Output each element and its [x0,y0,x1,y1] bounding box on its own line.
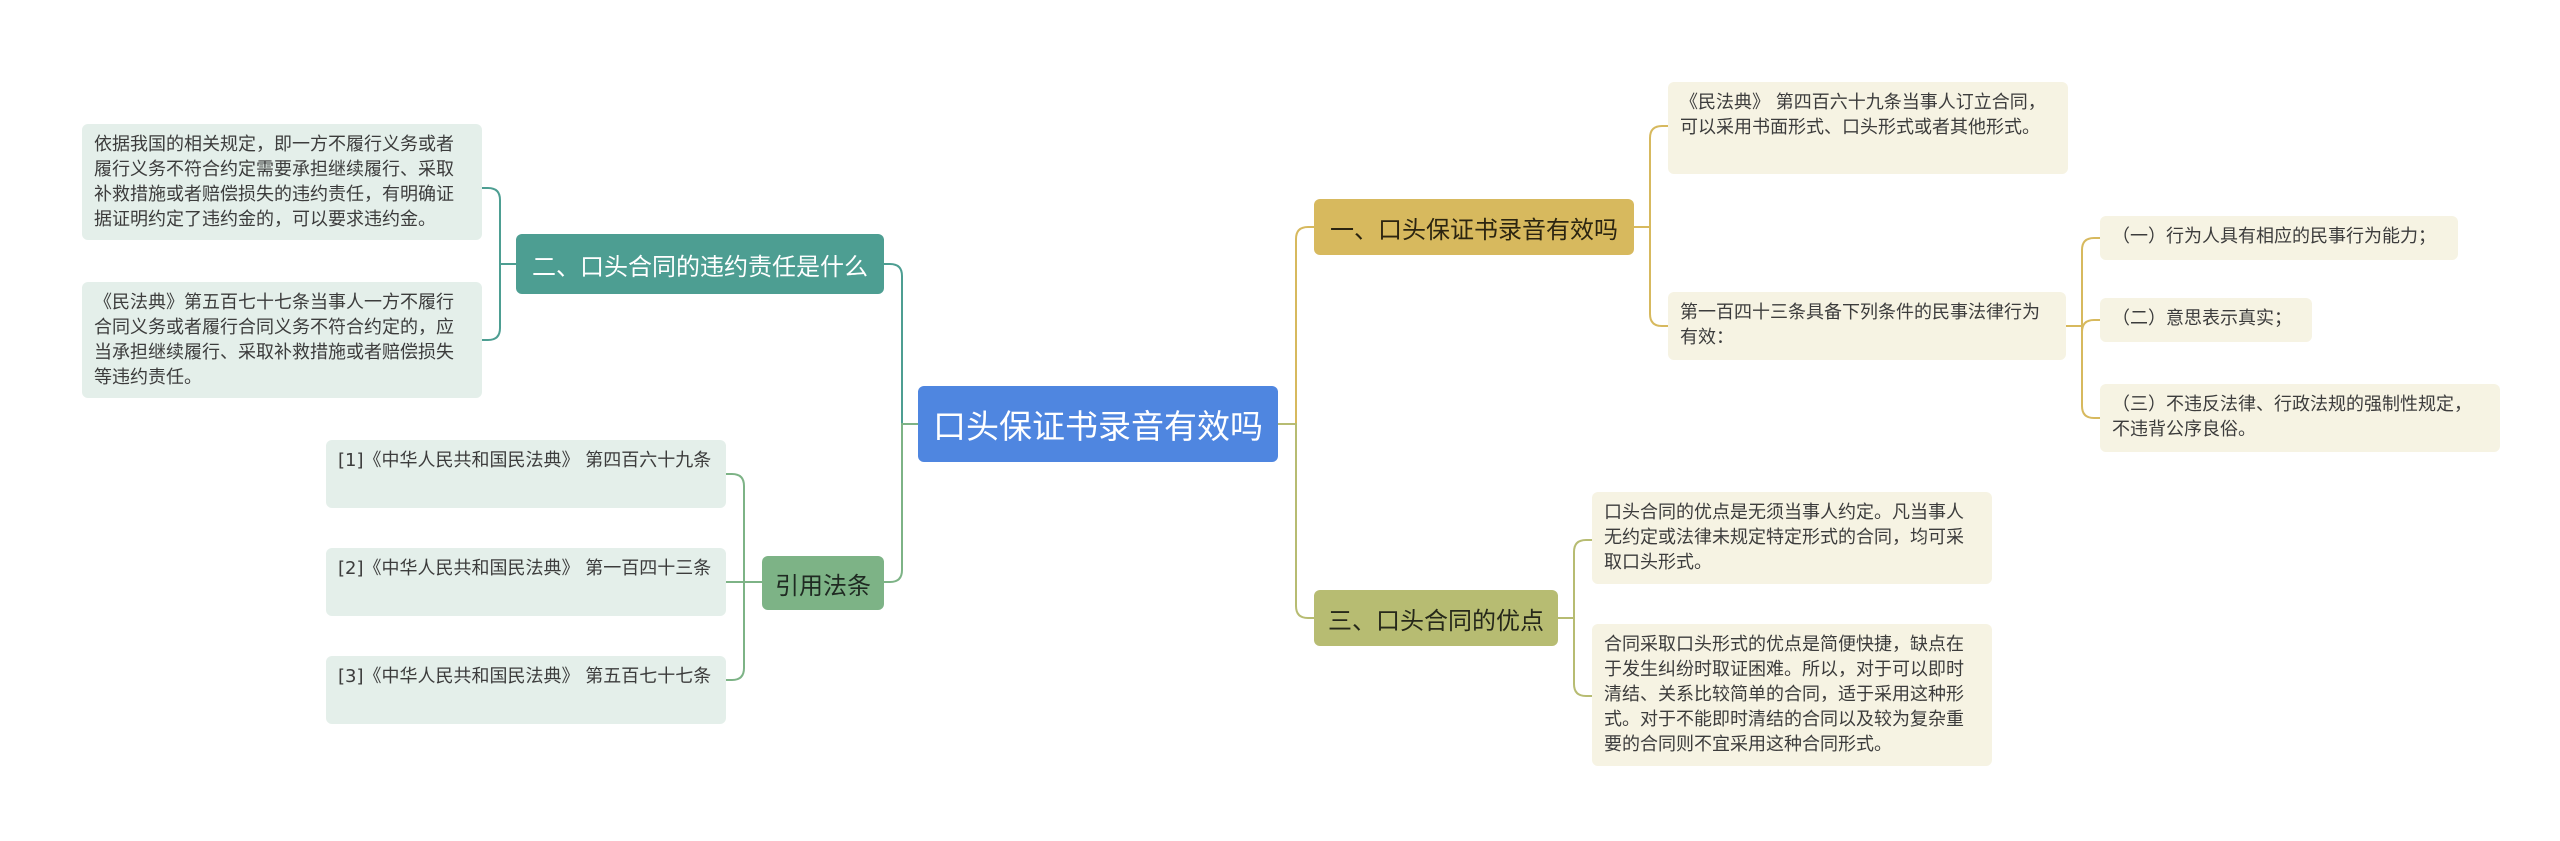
leaf-citation-1[interactable]: [1]《中华人民共和国民法典》 第四百六十九条 [326,440,726,508]
leaf-citation-2[interactable]: [2]《中华人民共和国民法典》 第一百四十三条 [326,548,726,616]
branch-advantages-label: 三、口头合同的优点 [1328,606,1544,635]
root-topic-label: 口头保证书录音有效吗 [933,407,1263,446]
leaf-validity-article-text: 《民法典》 第四百六十九条当事人订立合同，可以采用书面形式、口头形式或者其他形式… [1680,92,2046,138]
branch-breach-liability[interactable]: 二、口头合同的违约责任是什么 [516,234,884,294]
link-citations-leaf1 [726,473,762,583]
link-validity-leaf1 [1634,125,1668,228]
branch-citations[interactable]: 引用法条 [762,556,884,610]
leaf-condition-genuine-text: （二）意思表示真实； [2112,308,2292,329]
leaf-validity-conditions[interactable]: 第一百四十三条具备下列条件的民事法律行为有效： [1668,292,2066,360]
leaf-condition-capacity-text: （一）行为人具有相应的民事行为能力； [2112,226,2436,247]
leaf-advantage-no-agreement-text: 口头合同的优点是无须当事人约定。凡当事人无约定或法律未规定特定形式的合同，均可采… [1604,502,1964,573]
leaf-citation-3-text: [3]《中华人民共和国民法典》 第五百七十七条 [338,666,712,687]
leaf-breach-article[interactable]: 《民法典》第五百七十七条当事人一方不履行合同义务或者履行合同义务不符合约定的，应… [82,282,482,398]
leaf-validity-article[interactable]: 《民法典》 第四百六十九条当事人订立合同，可以采用书面形式、口头形式或者其他形式… [1668,82,2068,174]
branch-advantages[interactable]: 三、口头合同的优点 [1314,590,1558,646]
leaf-advantage-no-agreement[interactable]: 口头合同的优点是无须当事人约定。凡当事人无约定或法律未规定特定形式的合同，均可采… [1592,492,1992,584]
leaf-citation-1-text: [1]《中华人民共和国民法典》 第四百六十九条 [338,450,712,471]
link-breach-leaf2 [482,263,516,341]
link-root-advantages [1278,423,1314,619]
leaf-breach-rule-text: 依据我国的相关规定，即一方不履行义务或者履行义务不符合约定需要承担继续履行、采取… [94,134,454,230]
link-advantages-leaf2 [1558,617,1592,697]
link-condition-1 [2066,237,2100,327]
leaf-condition-legal[interactable]: （三）不违反法律、行政法规的强制性规定，不违背公序良俗。 [2100,384,2500,452]
leaf-condition-legal-text: （三）不违反法律、行政法规的强制性规定，不违背公序良俗。 [2112,394,2472,440]
link-breach-leaf1 [482,187,516,265]
leaf-condition-genuine[interactable]: （二）意思表示真实； [2100,298,2312,342]
leaf-advantage-pros-cons[interactable]: 合同采取口头形式的优点是简便快捷，缺点在于发生纠纷时取证困难。所以，对于可以即时… [1592,624,1992,766]
leaf-breach-article-text: 《民法典》第五百七十七条当事人一方不履行合同义务或者履行合同义务不符合约定的，应… [94,292,454,388]
link-condition-3 [2066,325,2100,419]
link-validity-leaf2 [1634,226,1668,327]
leaf-breach-rule[interactable]: 依据我国的相关规定，即一方不履行义务或者履行义务不符合约定需要承担继续履行、采取… [82,124,482,240]
branch-breach-liability-label: 二、口头合同的违约责任是什么 [532,252,868,281]
root-topic[interactable]: 口头保证书录音有效吗 [918,386,1278,462]
leaf-condition-capacity[interactable]: （一）行为人具有相应的民事行为能力； [2100,216,2458,260]
leaf-citation-3[interactable]: [3]《中华人民共和国民法典》 第五百七十七条 [326,656,726,724]
leaf-advantage-pros-cons-text: 合同采取口头形式的优点是简便快捷，缺点在于发生纠纷时取证困难。所以，对于可以即时… [1604,634,1964,755]
link-advantages-leaf1 [1558,539,1592,619]
link-root-validity [1278,226,1314,425]
link-root-breach [884,263,918,425]
link-citations-leaf3 [726,581,762,681]
leaf-citation-2-text: [2]《中华人民共和国民法典》 第一百四十三条 [338,558,712,579]
branch-citations-label: 引用法条 [775,571,871,600]
branch-validity-label: 一、口头保证书录音有效吗 [1330,215,1618,244]
leaf-validity-conditions-text: 第一百四十三条具备下列条件的民事法律行为有效： [1680,302,2040,348]
link-root-citations [884,423,918,583]
branch-validity[interactable]: 一、口头保证书录音有效吗 [1314,199,1634,255]
